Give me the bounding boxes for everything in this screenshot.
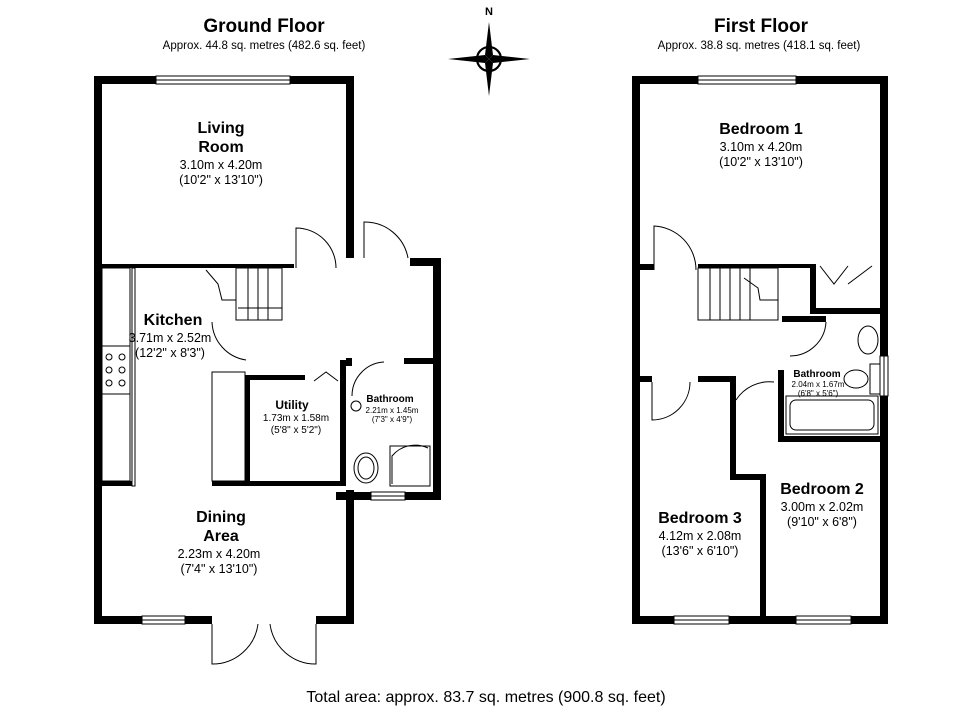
ground-floor-area: Approx. 44.8 sq. metres (482.6 sq. feet) — [162, 40, 366, 52]
bedroom-2-metric: 3.00m x 2.02m — [780, 500, 864, 514]
kitchen-metric: 3.71m x 2.52m — [128, 331, 212, 345]
ground-floor-walls — [94, 76, 441, 624]
dining-area-imperial: (7'4" x 13'10") — [180, 562, 258, 576]
first-doors — [651, 225, 873, 421]
total-area: Total area: approx. 83.7 sq. metres (900… — [306, 689, 666, 706]
ground-bathroom-metric: 2.21m x 1.45m — [365, 406, 419, 415]
ground-windows — [141, 75, 406, 625]
ground-bathroom-fixtures — [350, 400, 431, 487]
hob-icon — [105, 353, 126, 387]
bedroom-1-metric: 3.10m x 4.20m — [719, 140, 803, 154]
first-floor-area: Approx. 38.8 sq. metres (418.1 sq. feet) — [657, 40, 861, 52]
stairs-first — [697, 267, 779, 321]
utility-metric: 1.73m x 1.58m — [262, 413, 330, 424]
living-room-name-line1: Living — [197, 120, 245, 137]
bedroom-3-imperial: (13'6" x 6'10") — [661, 544, 739, 558]
bedroom-3-metric: 4.12m x 2.08m — [658, 529, 742, 543]
compass-north-label: N — [485, 6, 493, 18]
living-room-metric: 3.10m x 4.20m — [179, 158, 263, 172]
first-bathroom-imperial: (6'8" x 5'6") — [797, 389, 839, 398]
living-room-imperial: (10'2" x 13'10") — [179, 173, 263, 187]
dining-area-name-line1: Dining — [196, 509, 246, 526]
first-floor-walls — [632, 76, 888, 624]
living-room-name-line2: Room — [198, 139, 244, 156]
bedroom-3-name: Bedroom 3 — [658, 510, 742, 527]
bedroom-2-imperial: (9'10" x 6'8") — [787, 515, 857, 529]
bedroom-1-name: Bedroom 1 — [719, 121, 803, 138]
kitchen-counter — [101, 267, 246, 482]
utility-name: Utility — [275, 398, 309, 412]
first-bathroom-fixtures — [785, 325, 881, 435]
utility-imperial: (5'8" x 5'2") — [270, 425, 322, 436]
ground-bathroom-name: Bathroom — [366, 394, 414, 405]
first-bathroom-metric: 2.04m x 1.67m — [791, 380, 845, 389]
first-floor-title: First Floor — [714, 16, 808, 37]
dining-area-metric: 2.23m x 4.20m — [177, 547, 261, 561]
dining-area-name-line2: Area — [203, 528, 239, 545]
kitchen-imperial: (12'2" x 8'3") — [135, 346, 205, 360]
kitchen-name: Kitchen — [143, 312, 203, 329]
bedroom-1-imperial: (10'2" x 13'10") — [719, 155, 803, 169]
first-windows — [673, 75, 889, 625]
ground-bathroom-imperial: (7'3" x 4'9") — [371, 415, 413, 424]
ground-floor-title: Ground Floor — [203, 16, 325, 37]
first-bathroom-name: Bathroom — [793, 369, 841, 380]
ground-doors — [211, 221, 409, 665]
bedroom-2-name: Bedroom 2 — [780, 481, 864, 498]
compass-icon — [448, 22, 530, 96]
stairs-ground — [205, 267, 283, 321]
